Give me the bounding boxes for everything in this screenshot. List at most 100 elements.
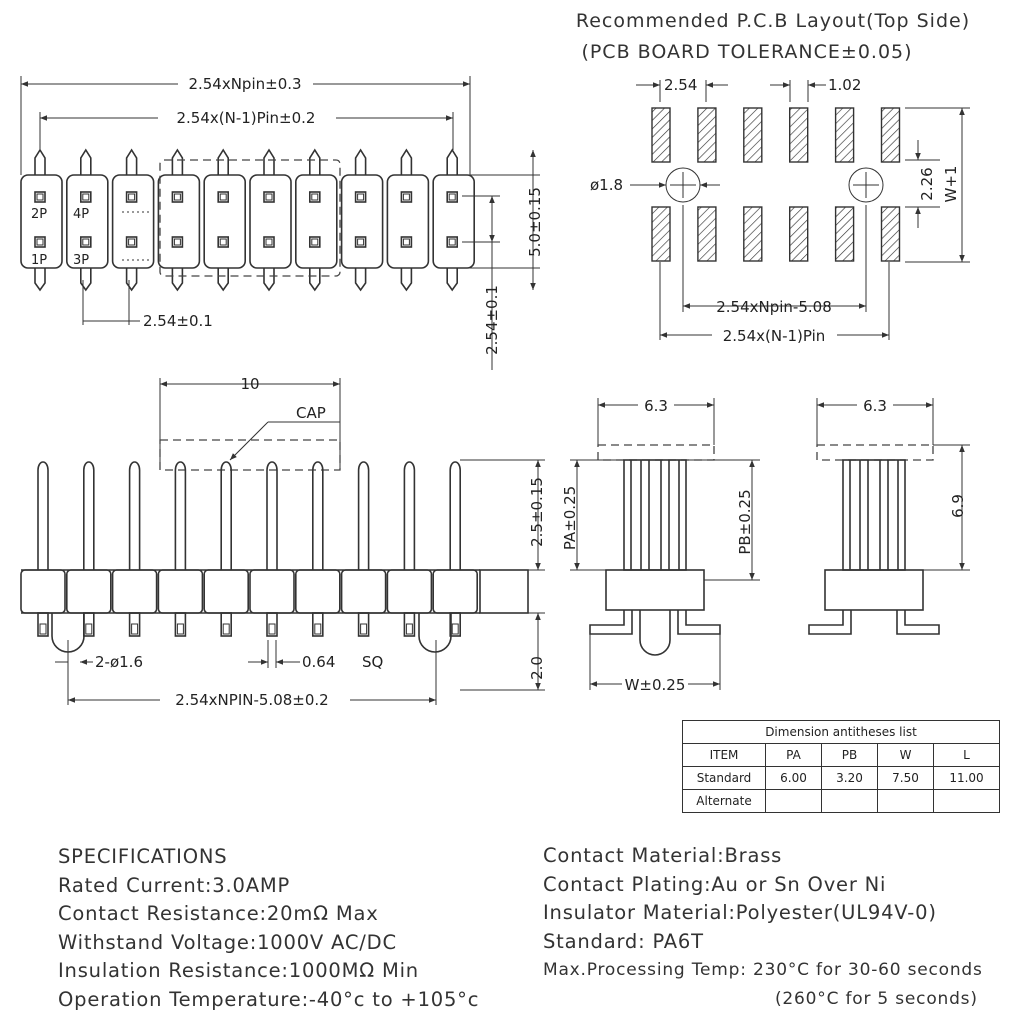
pin-tip-top: [263, 148, 275, 175]
pcb-pad-top: [834, 107, 855, 163]
pcb-pad-top: [651, 107, 671, 163]
pin-tip-bottom: [263, 268, 275, 292]
pin-tip-bottom: [400, 268, 413, 292]
pin-square-inner: [265, 238, 273, 246]
pcb-dim-holes-span: 2.54xNpin-5.08: [716, 298, 832, 316]
pin-label-4p: 4P: [73, 207, 89, 222]
pin-lower-inner: [131, 623, 139, 635]
table-header-cell: PA: [765, 743, 822, 767]
side-right-width: 6.3: [863, 397, 887, 415]
pin-upper: [128, 461, 141, 570]
dim-pitch: 2.54±0.1: [143, 312, 213, 330]
pin-tip-top: [309, 148, 321, 175]
pin-lower-inner: [405, 623, 413, 635]
spec-line: Contact Material:Brass: [543, 844, 783, 867]
pin-lower: [266, 612, 278, 637]
table-cell: 6.00: [765, 766, 822, 790]
pcb-dim-pad-width: 1.02: [828, 76, 861, 94]
housing-unit: [294, 174, 338, 269]
pin-square-inner: [128, 193, 136, 201]
pin-square-inner: [311, 193, 319, 201]
dim-cap-width: 10: [240, 375, 259, 393]
housing-segment: [157, 569, 204, 614]
side-dim-w: W±0.25: [625, 676, 686, 694]
pin-square-bottom: [217, 236, 229, 248]
housing-unit: [340, 174, 384, 269]
spec-line: Contact Plating:Au or Sn Over Ni: [543, 872, 887, 896]
pin-square-inner: [357, 238, 365, 246]
dim-row-pitch: 2.54±0.1: [483, 285, 501, 355]
pin-square-top: [34, 191, 46, 203]
spec-line: (260°C for 5 seconds): [775, 988, 978, 1009]
table-header-cell: L: [933, 743, 1000, 767]
pin-tip-bottom: [217, 268, 229, 292]
pcb-dim-pads-span: 2.54x(N-1)Pin: [723, 327, 826, 345]
dimension-table: Dimension antitheses list ITEM PA PB W L…: [682, 720, 1000, 813]
spec-line: Standard: PA6T: [543, 929, 704, 953]
pin-lower-inner: [85, 623, 93, 635]
housing-unit: [66, 174, 109, 269]
table-header-cell: W: [877, 743, 934, 767]
pin-lower: [174, 612, 187, 637]
pin-tip-bottom: [309, 268, 321, 292]
pin-tip-top: [171, 148, 184, 175]
table-header-row: ITEM PA PB W L: [682, 743, 1000, 767]
table-cell: 11.00: [933, 766, 1000, 790]
pin-tip-top: [400, 148, 413, 175]
pin-square-inner: [402, 238, 410, 246]
pcb-pad-bottom: [743, 206, 763, 262]
spec-line: Insulator Material:Polyester(UL94V-0): [543, 901, 937, 924]
spec-line: Contact Resistance:20mΩ Max: [58, 902, 379, 925]
pin-square-inner: [128, 238, 136, 246]
pin-tip-top: [34, 148, 46, 175]
dim-below-housing: 2.0: [528, 656, 546, 680]
housing-unit: [432, 174, 476, 269]
table-header-cell: ITEM: [682, 743, 766, 767]
pcb-pad-top: [743, 107, 763, 163]
housing-segment: [20, 569, 66, 614]
dim-peg: 2-ø1.6: [95, 653, 143, 671]
housing-unit: [157, 174, 201, 269]
table-row: Standard 6.00 3.20 7.50 11.00: [682, 766, 1000, 790]
pin-lower-inner: [222, 623, 230, 635]
pin-tip-bottom: [80, 268, 92, 292]
spec-line: Operation Temperature:-40°c to +105°c: [58, 987, 480, 1011]
pin-square-inner: [219, 238, 227, 246]
housing-unit: [111, 174, 155, 269]
housing-segment: [249, 569, 295, 614]
dim-above-housing: 2.5±0.15: [528, 477, 546, 547]
pin-square-top: [80, 191, 92, 203]
pin-tip-top: [354, 148, 367, 175]
pin-square-inner: [36, 238, 44, 246]
pin-square-inner: [82, 193, 90, 201]
housing-segment: [386, 569, 433, 614]
pcb-dim-row-gap: 2.26: [918, 167, 936, 200]
spec-line: Withstand Voltage:1000V AC/DC: [58, 930, 397, 954]
pin-upper: [174, 461, 187, 570]
pcb-dim-hole: ø1.8: [590, 176, 623, 194]
top-view: 2.54xNpin±0.3 2.54x(N-1)Pin±0.2 2P 4P 1P…: [20, 73, 544, 370]
specifications-left: SPECIFICATIONS Rated Current:3.0AMP Cont…: [58, 843, 479, 1014]
pin-upper: [266, 461, 278, 570]
pin-square-inner: [448, 238, 456, 246]
pin-square-bottom: [354, 236, 367, 248]
pin-square-bottom: [34, 236, 46, 248]
pin-tip-top: [80, 148, 92, 175]
pcb-pad-bottom: [651, 206, 671, 262]
pin-tip-bottom: [125, 268, 138, 292]
housing-segment: [111, 569, 158, 614]
specifications-right: Contact Material:Brass Contact Plating:A…: [543, 842, 1024, 1013]
pin-square-bottom: [171, 236, 184, 248]
pin-square-bottom: [125, 236, 138, 248]
pin-square-bottom: [400, 236, 413, 248]
cap-label: CAP: [296, 404, 326, 422]
pin-shape: SQ: [362, 653, 383, 671]
dim-height: 5.0±0.15: [526, 187, 544, 257]
pin-square-inner: [265, 193, 273, 201]
pin-square-top: [446, 191, 459, 203]
pin-lower-inner: [314, 623, 322, 635]
side-view-right: 6.3 6.9: [808, 396, 970, 635]
pcb-pad-top: [789, 107, 809, 163]
housing-unit: [203, 174, 246, 269]
